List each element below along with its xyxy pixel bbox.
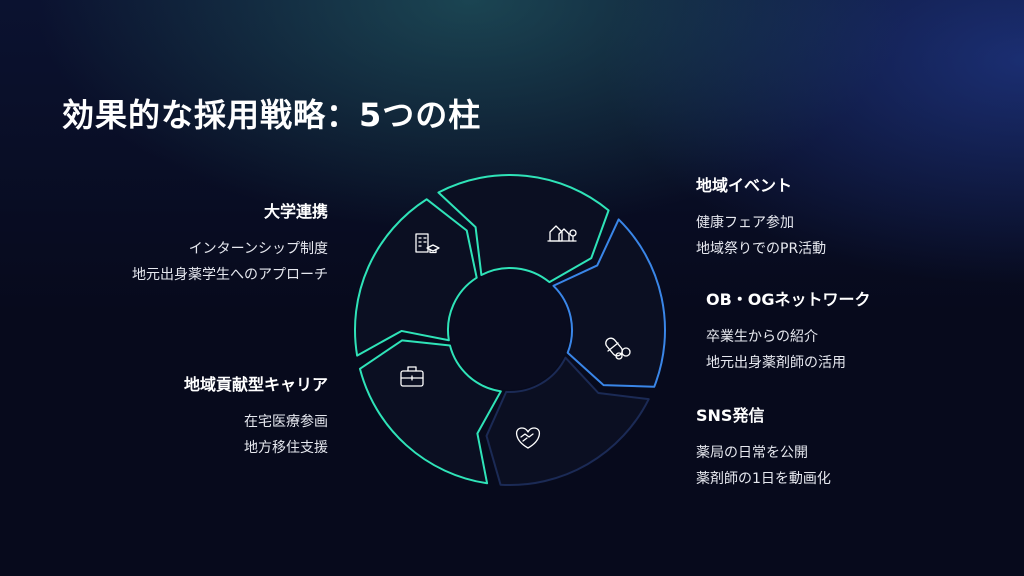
briefcase-icon	[400, 366, 424, 387]
pillar-career: 地域貢献型キャリア 在宅医療参画 地方移住支援	[184, 371, 328, 461]
pillar-university-line-2: 地元出身薬学生へのアプローチ	[132, 267, 328, 283]
pillar-event-line-2: 地域祭りでのPR活動	[696, 241, 827, 257]
pillar-sns-line-1: 薬局の日常を公開	[696, 445, 808, 461]
pills-icon	[605, 337, 631, 360]
pillar-sns: SNS発信 薬局の日常を公開 薬剤師の1日を動画化	[696, 402, 831, 492]
center-hole	[450, 270, 570, 390]
pillar-career-heading: 地域貢献型キャリア	[183, 375, 328, 394]
school-building-icon	[415, 233, 440, 254]
heart-handshake-icon	[516, 427, 540, 449]
pillar-university-heading: 大学連携	[263, 202, 328, 221]
segment-university	[354, 198, 478, 357]
cycle-diagram	[354, 174, 666, 486]
segment-sns	[485, 356, 650, 486]
pillar-obog-heading: OB・OGネットワーク	[706, 290, 871, 309]
pillar-university-line-1: インターンシップ制度	[188, 241, 328, 257]
pillar-sns-heading: SNS発信	[696, 406, 765, 425]
pillar-career-line-2: 地方移住支援	[244, 440, 328, 456]
pillar-event-heading: 地域イベント	[696, 176, 793, 195]
segment-obog	[552, 218, 666, 388]
pillar-sns-line-2: 薬剤師の1日を動画化	[696, 471, 831, 487]
community-houses-icon	[547, 225, 577, 242]
pillar-obog-line-2: 地元出身薬剤師の活用	[706, 355, 846, 371]
slide-title: 効果的な採用戦略：5つの柱	[62, 96, 482, 134]
pillar-event: 地域イベント 健康フェア参加 地域祭りでのPR活動	[696, 172, 826, 262]
pillar-university: 大学連携 インターンシップ制度 地元出身薬学生へのアプローチ	[132, 198, 328, 288]
segment-event	[437, 174, 610, 284]
pillar-career-line-1: 在宅医療参画	[244, 414, 328, 430]
pillar-event-line-1: 健康フェア参加	[696, 215, 794, 231]
pillar-obog: OB・OGネットワーク 卒業生からの紹介 地元出身薬剤師の活用	[706, 286, 871, 376]
segment-career	[358, 339, 502, 485]
pillar-obog-line-1: 卒業生からの紹介	[706, 329, 818, 345]
